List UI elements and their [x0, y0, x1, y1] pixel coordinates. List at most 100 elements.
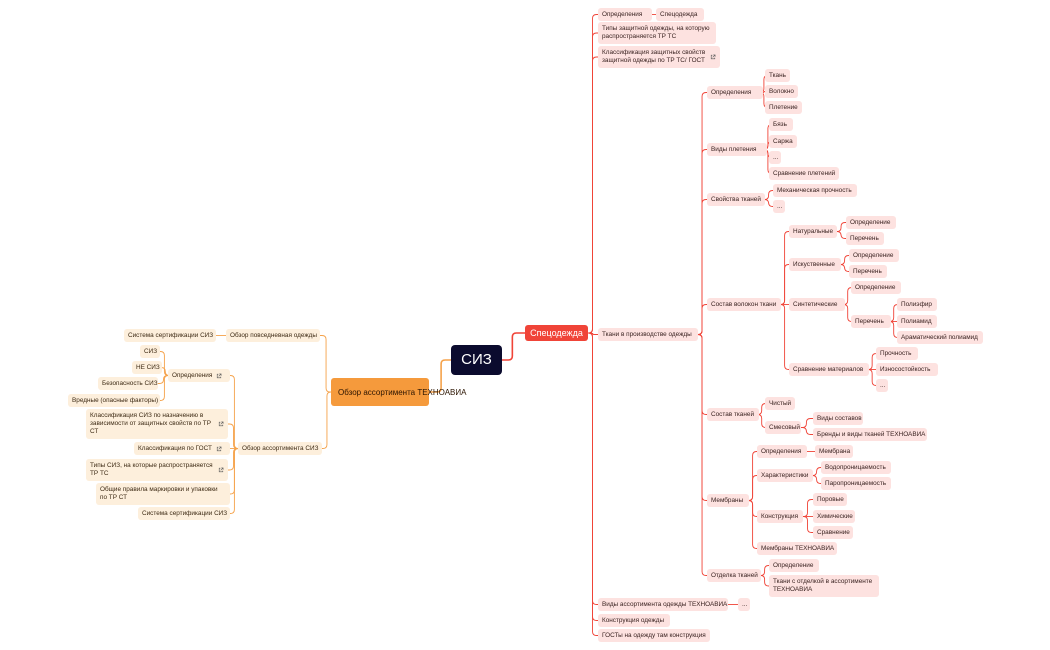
mindmap-node-t3[interactable]: Свойства тканей: [707, 193, 765, 206]
mindmap-node-s5[interactable]: Виды ассортимента одежды ТЕХНОАВИА: [598, 598, 728, 611]
mindmap-node-t2a[interactable]: Бязь: [769, 118, 793, 131]
mindmap-node-t6c[interactable]: Конструкция: [757, 510, 803, 523]
mindmap-node-o2a2[interactable]: НЕ СИЗ: [132, 361, 162, 374]
mindmap-node-t2b[interactable]: Саржа: [769, 135, 797, 148]
mindmap-node-s7[interactable]: ГОСТы на одежду там конструкция: [598, 629, 710, 642]
mindmap-node-t6[interactable]: Мембраны: [707, 494, 749, 507]
mindmap-node-t5b1[interactable]: Виды составов: [813, 412, 863, 425]
mindmap-node-o2d[interactable]: Типы СИЗ, на которые распространяется ТР…: [86, 459, 228, 481]
node-label: НЕ СИЗ: [136, 363, 160, 371]
mindmap-node-t4c[interactable]: Синтетические: [789, 298, 845, 311]
mindmap-node-t5b2[interactable]: Бренды и виды тканей ТЕХНОАВИА: [813, 428, 927, 441]
external-link-icon[interactable]: [216, 446, 222, 452]
mindmap-node-t6b1[interactable]: Водопроницаемость: [821, 461, 891, 474]
connector-t6c1: [803, 499, 813, 517]
mindmap-node-t6c2[interactable]: Химические: [813, 510, 855, 523]
mindmap-node-t4a1[interactable]: Определение: [846, 216, 896, 229]
connector-t4a: [780, 231, 789, 305]
mindmap-node-t4b1[interactable]: Определение: [849, 249, 899, 262]
mindmap-node-s3[interactable]: Классификация защитных свойств защитной …: [598, 46, 720, 68]
mindmap-node-obzor[interactable]: Обзор ассортимента ТЕХНОАВИА: [331, 378, 466, 406]
mindmap-node-s5a[interactable]: ...: [738, 598, 750, 611]
mindmap-node-t4d3[interactable]: ...: [876, 379, 888, 392]
mindmap-node-t4d2[interactable]: Износостойкость: [876, 363, 938, 376]
mindmap-node-t6a[interactable]: Определения: [757, 445, 807, 458]
mindmap-node-t4[interactable]: Состав волокон ткани: [707, 298, 781, 311]
mindmap-node-t4c2c[interactable]: Араматический полиамид: [897, 331, 983, 344]
mindmap-node-t6a1[interactable]: Мембрана: [815, 445, 853, 458]
external-link-icon[interactable]: [710, 54, 716, 60]
mindmap-node-t4b[interactable]: Искуственные: [789, 258, 841, 271]
mindmap-node-t3b[interactable]: ...: [773, 200, 785, 213]
node-label: Натуральные: [793, 227, 833, 235]
mindmap-node-t7a[interactable]: Определение: [769, 559, 819, 572]
mindmap-node-s1a[interactable]: Спецодежда: [656, 8, 704, 21]
mindmap-node-o1a[interactable]: Система сертификации СИЗ: [124, 329, 216, 342]
mindmap-node-o2a4[interactable]: Вредные (опасные факторы): [68, 394, 160, 407]
mindmap-node-o2[interactable]: Обзор ассортимента СИЗ: [238, 442, 322, 455]
node-label: ...: [773, 153, 779, 161]
mindmap-node-t6c3[interactable]: Сравнение: [813, 526, 853, 539]
connector-t7a: [760, 565, 769, 576]
mindmap-node-t1b[interactable]: Волокно: [765, 85, 798, 98]
mindmap-node-t6b[interactable]: Характеристики: [757, 469, 813, 482]
mindmap-node-t1c[interactable]: Плетение: [765, 101, 802, 114]
connector-t4b: [780, 264, 789, 305]
mindmap-node-root[interactable]: СИЗ: [451, 345, 502, 375]
node-label: Определение: [855, 283, 896, 291]
external-link-icon[interactable]: [218, 467, 224, 473]
mindmap-node-spec[interactable]: Спецодежда: [525, 325, 588, 341]
mindmap-node-t3a[interactable]: Механическая прочность: [773, 184, 857, 197]
mindmap-node-t2c[interactable]: ...: [769, 151, 781, 164]
external-link-icon[interactable]: [218, 421, 224, 427]
mindmap-node-t6d[interactable]: Мембраны ТЕХНОАВИА: [757, 542, 837, 555]
mindmap-node-t1a[interactable]: Ткань: [765, 69, 790, 82]
node-label: Полиамид: [901, 317, 932, 325]
mindmap-node-t4d1[interactable]: Прочность: [876, 347, 918, 360]
mindmap-node-t2[interactable]: Виды плетения: [707, 143, 767, 156]
node-label: Определение: [850, 218, 891, 226]
mindmap-node-o2a3[interactable]: Безопасность СИЗ: [98, 377, 158, 390]
mindmap-node-o2a[interactable]: Определения: [168, 369, 230, 382]
mindmap-node-o2f[interactable]: Система сертификации СИЗ: [138, 507, 230, 520]
mindmap-node-s2[interactable]: Типы защитной одежды, на которую распрос…: [598, 22, 716, 44]
mindmap-node-t5b[interactable]: Смесовый: [765, 421, 801, 434]
mindmap-node-t7[interactable]: Отделка тканей: [707, 569, 761, 582]
mindmap-node-s6[interactable]: Конструкция одежды: [598, 614, 670, 627]
mindmap-node-o2a1[interactable]: СИЗ: [140, 345, 160, 358]
mindmap-node-t2d[interactable]: Сравнение плетений: [769, 167, 839, 180]
node-label: Прочность: [880, 349, 912, 357]
mindmap-node-t5[interactable]: Состав тканей: [707, 408, 759, 421]
mindmap-node-t7b[interactable]: Ткани с отделкой в ассортименте ТЕХНОАВИ…: [769, 575, 879, 597]
external-link-icon[interactable]: [216, 373, 222, 379]
connector-o1: [320, 335, 331, 393]
connector-s7: [588, 332, 598, 636]
mindmap-node-t5a[interactable]: Чистый: [765, 397, 795, 410]
node-label: Искуственные: [793, 260, 835, 268]
mindmap-node-o2b[interactable]: Классификация СИЗ по назначению в зависи…: [86, 409, 228, 439]
connector-t4b2: [840, 264, 849, 272]
mindmap-node-o2e[interactable]: Общие правила маркировки и упаковки по Т…: [96, 483, 230, 505]
connector-t3b: [764, 199, 773, 207]
node-label: Безопасность СИЗ: [102, 379, 158, 387]
node-label: Механическая прочность: [777, 186, 852, 194]
mindmap-node-o1[interactable]: Обзор повседневная одежды: [226, 329, 320, 342]
node-label: Классификация по ГОСТ: [138, 444, 212, 452]
node-label: Спецодежда: [530, 328, 583, 338]
mindmap-node-t4d[interactable]: Сравнение материалов: [789, 363, 869, 376]
mindmap-node-t6c1[interactable]: Поровые: [813, 493, 847, 506]
mindmap-node-t4a[interactable]: Натуральные: [789, 225, 837, 238]
mindmap-node-t4c2b[interactable]: Полиамид: [897, 315, 937, 328]
mindmap-node-t6b2[interactable]: Паропроницаемость: [821, 477, 891, 490]
mindmap-node-t4c2[interactable]: Перечень: [851, 315, 891, 328]
mindmap-node-t4c1[interactable]: Определение: [851, 281, 901, 294]
node-label: Бязь: [773, 120, 787, 128]
mindmap-node-o2c[interactable]: Классификация по ГОСТ: [134, 442, 230, 455]
mindmap-node-t1[interactable]: Определения: [707, 86, 763, 99]
mindmap-node-t4c2a[interactable]: Полиэфир: [897, 298, 937, 311]
connector-o2a: [230, 375, 239, 449]
mindmap-node-t4a2[interactable]: Перечень: [846, 232, 884, 245]
mindmap-node-s1[interactable]: Определения: [598, 8, 652, 21]
mindmap-node-t4b2[interactable]: Перечень: [849, 265, 887, 278]
mindmap-node-t[interactable]: Ткани в производстве одежды: [598, 328, 698, 341]
